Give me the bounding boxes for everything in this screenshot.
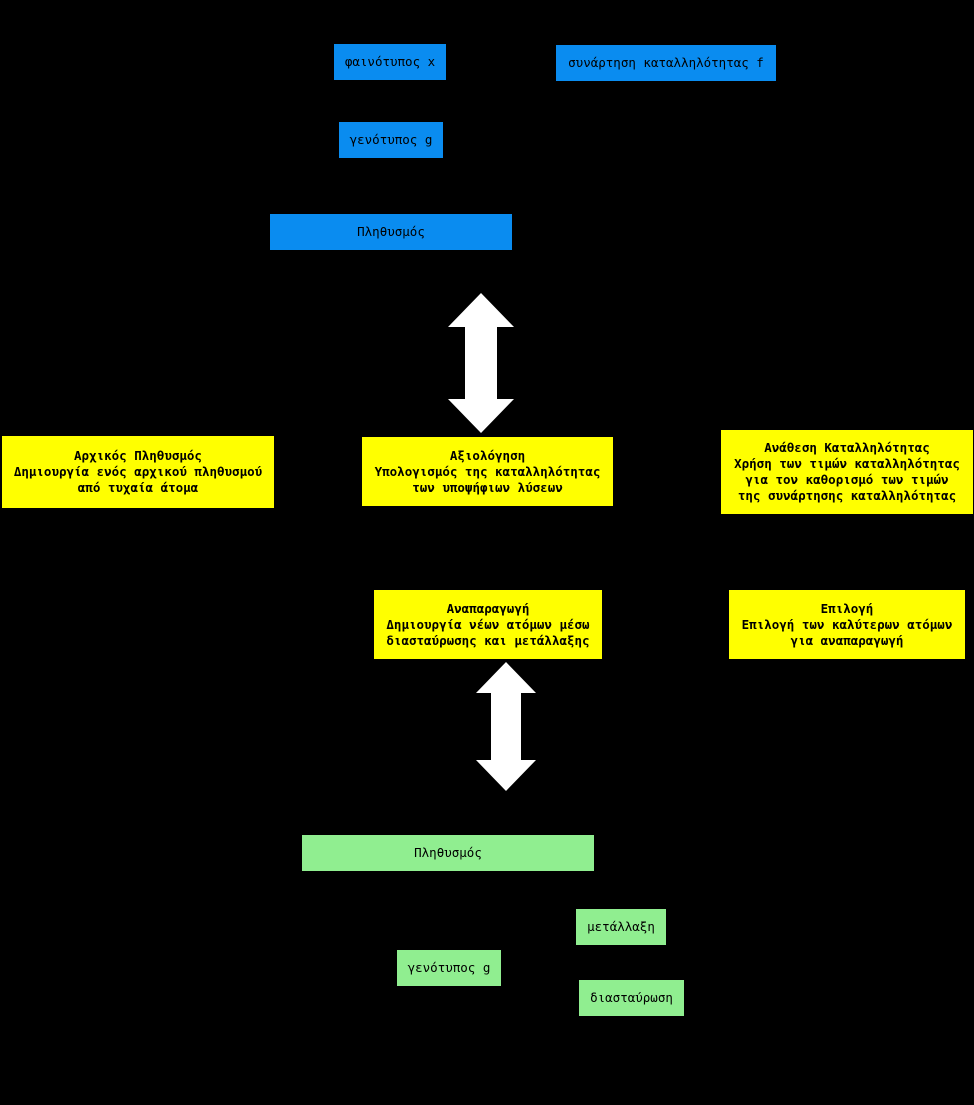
phenotype-label: φαινότυπος x: [344, 54, 436, 69]
population-box-top: Πληθυσμός: [270, 214, 512, 250]
arrow-reproduction-population: [476, 662, 536, 791]
genotype-box-bottom: γενότυπος g: [397, 950, 501, 986]
arrow-population-evaluation: [448, 293, 514, 433]
crossover-label: διασταύρωση: [590, 990, 673, 1005]
population-label-bottom: Πληθυσμός: [414, 845, 482, 860]
genotype-box-top: γενότυπος g: [339, 122, 443, 158]
evaluation-box: Αξιολόγηση Υπολογισμός της καταλληλότητα…: [362, 437, 613, 506]
evaluation-label: Αξιολόγηση Υπολογισμός της καταλληλότητα…: [374, 447, 601, 495]
reproduction-label: Αναπαραγωγή Δημιουργία νέων ατόμων μέσω …: [386, 600, 590, 648]
genotype-label-top: γενότυπος g: [349, 132, 433, 147]
mutation-label: μετάλλαξη: [587, 919, 655, 934]
double-arrow-shape-lower: [476, 662, 536, 791]
fitness-assignment-label: Ανάθεση Καταλληλότητας Χρήση των τιμών κ…: [734, 440, 960, 503]
fitness-function-label: συνάρτηση καταλληλότητας f: [568, 55, 764, 70]
population-box-bottom: Πληθυσμός: [302, 835, 594, 871]
fitness-assignment-box: Ανάθεση Καταλληλότητας Χρήση των τιμών κ…: [721, 430, 973, 514]
mutation-box: μετάλλαξη: [576, 909, 666, 945]
reproduction-box: Αναπαραγωγή Δημιουργία νέων ατόμων μέσω …: [374, 590, 602, 659]
selection-label: Επιλογή Επιλογή των καλύτερων ατόμων για…: [741, 600, 953, 648]
initial-population-label: Αρχικός Πληθυσμός Δημιουργία ενός αρχικο…: [13, 448, 263, 495]
genotype-label-bottom: γενότυπος g: [407, 960, 491, 975]
population-label-top: Πληθυσμός: [357, 224, 425, 239]
initial-population-box: Αρχικός Πληθυσμός Δημιουργία ενός αρχικο…: [2, 436, 274, 508]
crossover-box: διασταύρωση: [579, 980, 684, 1016]
phenotype-box: φαινότυπος x: [334, 44, 446, 80]
fitness-function-box: συνάρτηση καταλληλότητας f: [556, 45, 776, 81]
selection-box: Επιλογή Επιλογή των καλύτερων ατόμων για…: [729, 590, 965, 659]
double-arrow-shape-upper: [448, 293, 514, 433]
